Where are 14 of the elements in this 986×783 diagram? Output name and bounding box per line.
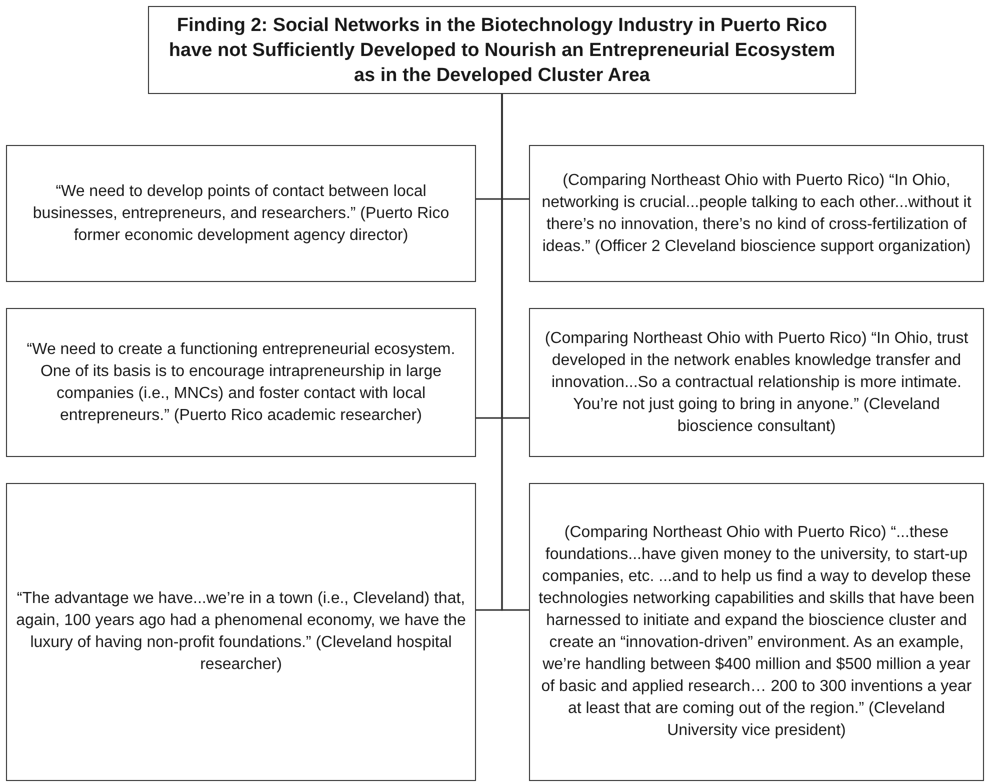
quote-text: (Comparing Northeast Ohio with Puerto Rico) “In Ohio, networking is crucial...people talking to each other...without it there’s no innovation, there’s no kind of cross-fertilization of ideas.” (Officer 2 Cleveland bioscience support organization)	[540, 170, 972, 256]
quote-box	[6, 483, 476, 781]
quote-text: “We need to create a functioning entrepreneurial ecosystem. One of its basis is to encourage intrapreneurship in large companies (i.e., MNCs) and foster contact with local entrepreneurs.” (Puerto Rico academic researcher)	[26, 340, 456, 426]
quote-box	[529, 308, 984, 457]
quote-box	[6, 308, 476, 457]
quote-text: “The advantage we have...we’re in a town (i.e., Cleveland) that, again, 100 years ago had a phenomenal economy, we have the luxury of having non-profit foundations.” (Cleveland hospital researcher)	[15, 589, 467, 675]
quote-text: (Comparing Northeast Ohio with Puerto Rico) “In Ohio, trust developed in the network enables knowledge transfer and innovation...So a contractual relationship is more intimate. You’re not just going to bring in anyone.” (Cleveland bioscience consultant)	[544, 328, 970, 436]
heading-text: Finding 2: Social Networks in the Biotechnology Industry in Puerto Rico have not Sufficiently Developed to Nourish an Entrepreneurial Ecosystem as in the Developed Cluster Area	[168, 14, 836, 88]
quote-box	[6, 145, 476, 282]
quote-box	[529, 483, 984, 781]
heading-box	[148, 6, 856, 94]
quote-text: (Comparing Northeast Ohio with Puerto Rico) “...these foundations...have given money to the university, to start-up companies, etc. ...and to help us find a way to develop these technologies networking capabilities and skills that have been harnessed to initiate and expand the bioscience cluster and create an “innovation-driven” environment. As an example, we’re handling between $400 million and $500 million a year of basic and applied research… 200 to 300 inventions a year at least that are coming out of the region.” (Cleveland University vice president)	[538, 523, 975, 741]
quote-box	[529, 145, 984, 282]
quote-text: “We need to develop points of contact between local businesses, entrepreneurs, and researchers.” (Puerto Rico former economic development agency director)	[32, 182, 450, 246]
